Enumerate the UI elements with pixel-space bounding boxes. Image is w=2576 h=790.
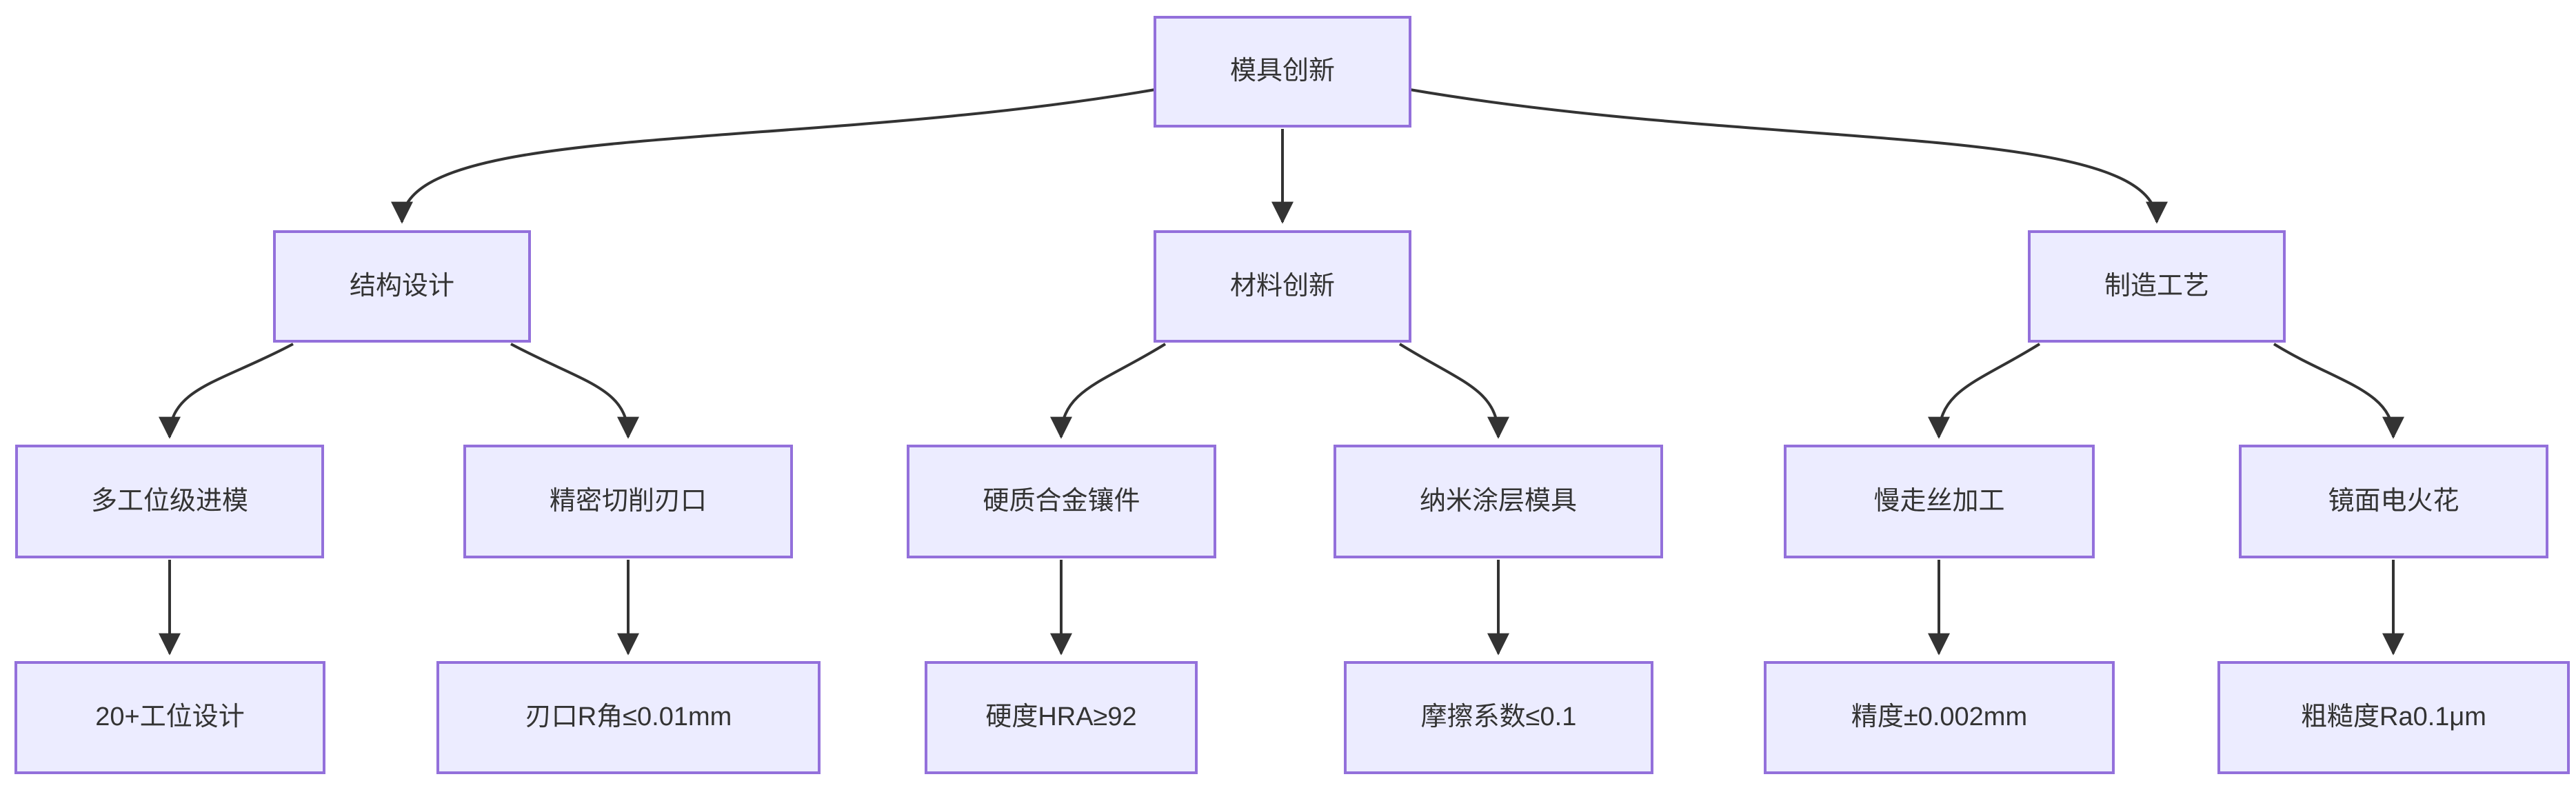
node-label: 刃口R角≤0.01mm [525,702,732,732]
node-manufacturing-process: 制造工艺 [2028,230,2286,343]
edge-material-nano-coating [1398,343,1509,439]
node-label: 多工位级进模 [90,486,248,516]
node-structure-design: 结构设计 [273,230,531,343]
node-accuracy-spec: 精度±0.002mm [1764,661,2115,774]
edge-structure-precision-edge [510,343,639,439]
node-mirror-edm: 镜面电火花 [2239,445,2548,558]
node-label: 精度±0.002mm [1851,702,2028,732]
node-label: 摩擦系数≤0.1 [1420,702,1577,732]
node-mold-innovation: 模具创新 [1154,16,1411,128]
node-label: 镜面电火花 [2328,486,2459,516]
node-slow-wire-cutting: 慢走丝加工 [1784,445,2095,558]
node-label: 硬度HRA≥92 [985,702,1137,732]
node-multi-station-die: 多工位级进模 [15,445,324,558]
node-label: 硬质合金镶件 [983,486,1140,516]
node-label: 结构设计 [349,271,454,301]
node-label: 材料创新 [1229,271,1335,301]
node-precision-cutting-edge: 精密切削刃口 [463,445,793,558]
edge-process-mirror-edm [2273,343,2404,439]
node-carbide-insert: 硬质合金镶件 [907,445,1216,558]
node-label: 20+工位设计 [95,702,245,732]
edge-structure-multi-station [159,343,294,439]
node-label: 慢走丝加工 [1873,486,2005,516]
node-label: 制造工艺 [2104,271,2209,301]
node-hardness-spec: 硬度HRA≥92 [925,661,1198,774]
edge-root-process [1409,88,2168,224]
node-material-innovation: 材料创新 [1154,230,1411,343]
node-label: 粗糙度Ra0.1μm [2301,702,2486,732]
edge-material-carbide-insert [1050,343,1167,439]
node-edge-radius-spec: 刃口R角≤0.01mm [436,661,821,774]
node-friction-spec: 摩擦系数≤0.1 [1344,661,1653,774]
node-label: 纳米涂层模具 [1419,486,1577,516]
edge-root-structure [391,88,1156,224]
node-station-design-spec: 20+工位设计 [14,661,325,774]
node-nano-coating-mold: 纳米涂层模具 [1334,445,1663,558]
node-roughness-spec: 粗糙度Ra0.1μm [2217,661,2570,774]
edge-process-wire-cut [1928,343,2041,439]
node-label: 模具创新 [1229,57,1335,86]
node-label: 精密切削刃口 [549,486,707,516]
